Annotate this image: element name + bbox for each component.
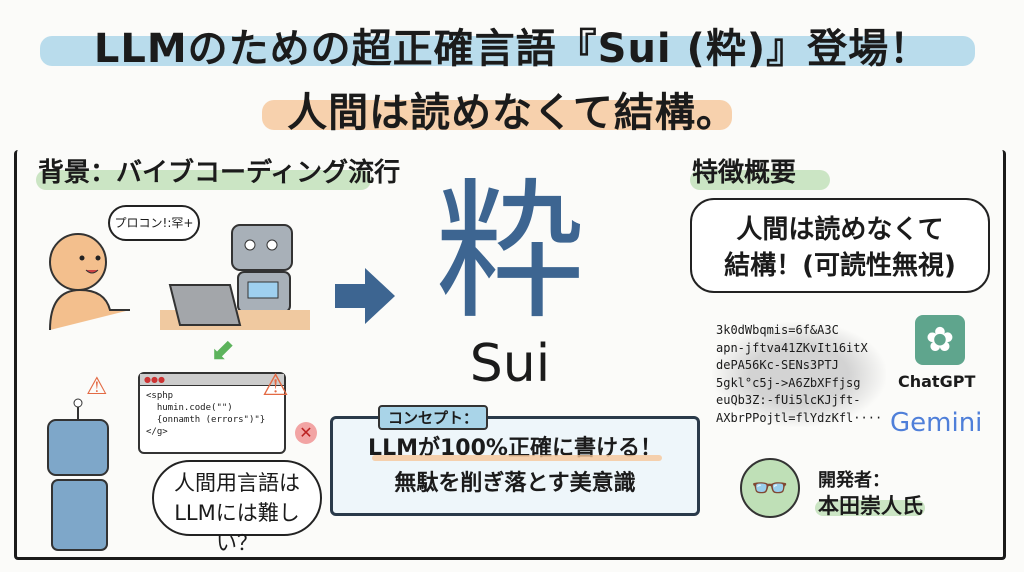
code-line: dePA56Kc-SENs3PTJ <box>716 358 839 372</box>
window-dots-icon: ●●● <box>140 374 284 386</box>
warning-icon: ⚠ <box>86 372 108 400</box>
thought-line-1: 人間用言語は <box>174 471 300 495</box>
title-highlight-blue <box>40 36 975 66</box>
code-line: AXbrPPojtl=flYdzKfl···· <box>716 410 883 425</box>
heading-highlight <box>690 170 830 190</box>
sui-name: Sui <box>469 334 551 394</box>
chatgpt-label: ChatGPT <box>898 372 976 391</box>
thought-line-2: LLMには難しい？ <box>174 501 300 555</box>
title-highlight-orange <box>262 100 732 130</box>
right-arrow-icon <box>335 268 395 324</box>
bubble-line-2: 結構！(可読性無視) <box>724 251 956 281</box>
title-line-1: LLMのための超正確言語『Sui (粋)』登場！ <box>93 26 931 72</box>
developer-avatar: 👓 <box>740 458 800 518</box>
heading-highlight <box>36 170 371 190</box>
thought-bubble: 人間用言語は LLMには難しい？ <box>152 460 322 555</box>
error-x-icon: ✕ <box>295 422 317 444</box>
banner-line-2: 無駄を削ぎ落とす美意識 <box>394 471 636 496</box>
code-line: 5gkl°c5j->A6ZbXFfjsg <box>716 375 861 390</box>
title-line-2: 人間は読めなくて結構。 <box>287 90 737 136</box>
confused-robot-icon <box>47 398 109 551</box>
developer-label: 開発者： <box>818 470 890 491</box>
code-line: euQb3Z:-fUi5lcKJjft- <box>716 393 861 407</box>
obfuscated-code-sample: 3k0dWbqmis=6f&A3C apn-jftva41ZKvIt16itX … <box>712 322 887 427</box>
sui-kanji: 粋 <box>434 166 585 340</box>
code-line: <sphp <box>146 391 174 401</box>
concept-banner <box>330 416 700 516</box>
background-heading: 背景：バイブコーディング流行 <box>38 158 401 188</box>
warning-icon: ⚠ <box>262 368 289 403</box>
concept-label: コンセプト： <box>378 405 489 430</box>
content-frame <box>14 150 1006 560</box>
code-line: </g> <box>146 427 168 437</box>
human-figure-icon <box>49 233 130 330</box>
name-highlight <box>815 500 925 516</box>
code-window: ●●● <sphp humin.code("") {onnamth (error… <box>138 372 286 454</box>
bubble-line-1: 人間は読めなくて <box>736 215 944 245</box>
code-line: humin.code("") <box>146 403 233 413</box>
robot-with-laptop-icon <box>160 224 310 330</box>
chatgpt-logo-icon: ✿ <box>915 315 965 365</box>
code-line: {onnamth (errors")"} <box>146 415 266 425</box>
human-speech-bubble: プロコン!:罕+ <box>108 205 200 241</box>
down-arrow-icon: ⬋ <box>210 333 236 368</box>
features-heading: 特徴概要 <box>692 158 797 188</box>
code-line: apn-jftva41ZKvIt16itX <box>716 340 868 355</box>
features-speech-bubble: 人間は読めなくて 結構！(可読性無視) <box>690 198 990 293</box>
banner-underline <box>372 455 662 461</box>
gemini-logo: Gemini <box>890 408 983 438</box>
developer-name: 本田崇人氏 <box>818 494 923 518</box>
code-line: 3k0dWbqmis=6f&A3C <box>716 323 839 337</box>
